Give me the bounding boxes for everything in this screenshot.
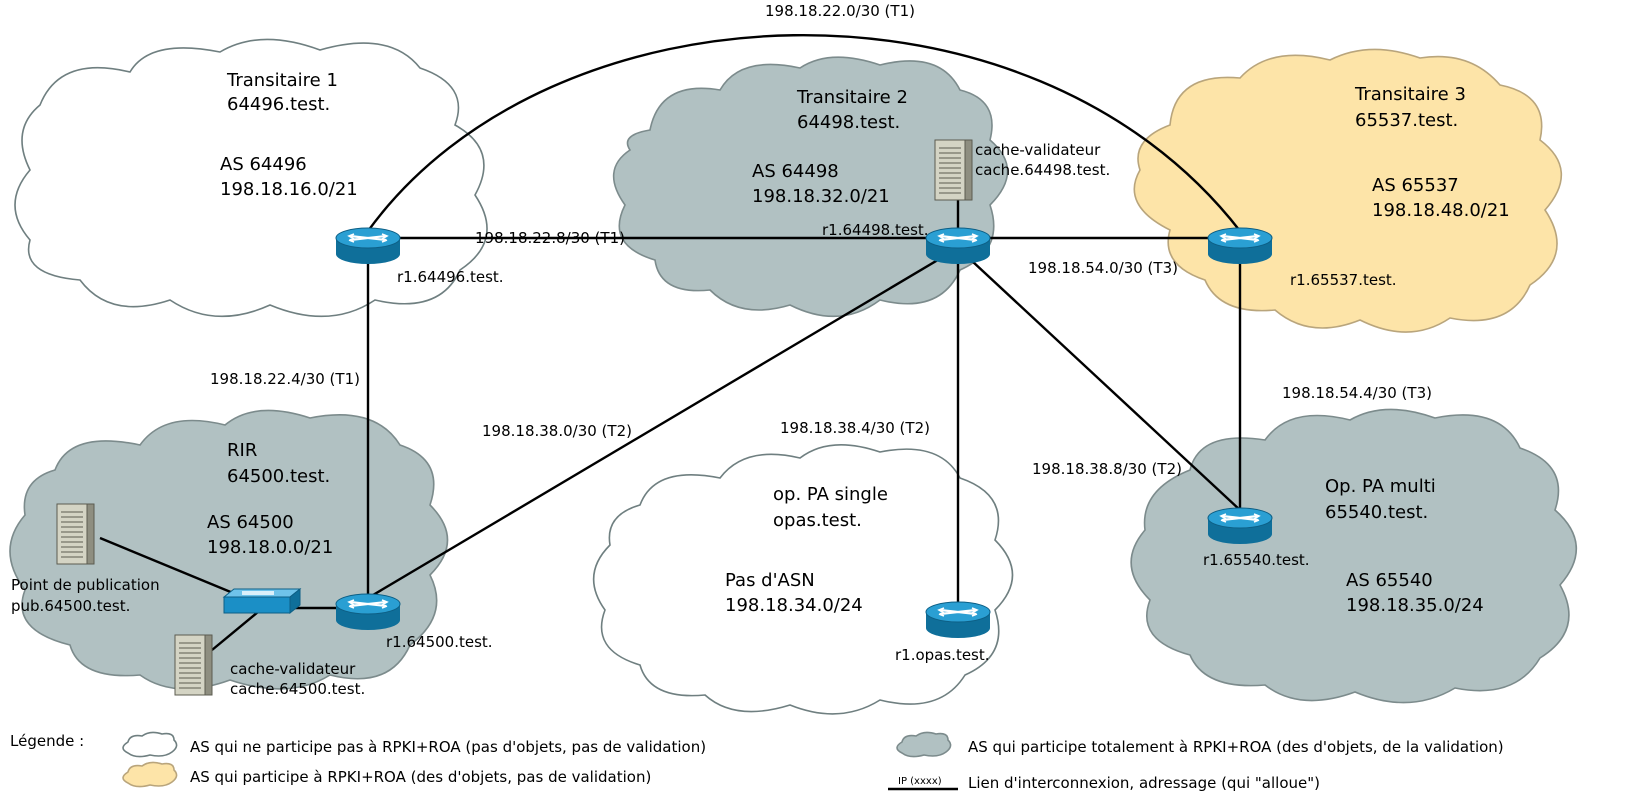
cloud-prefix-t1: 198.18.16.0/21	[220, 179, 358, 200]
legend-title: Légende :	[10, 732, 84, 750]
server-host-cache-64498: cache.64498.test.	[975, 161, 1110, 179]
legend-swatch-yellow	[122, 761, 178, 788]
link-switch-cache	[211, 611, 259, 651]
link-label-t3-opam: 198.18.54.4/30 (T3)	[1282, 384, 1432, 402]
server-label-cache-64500: cache-validateur	[230, 660, 356, 678]
server-label-cache-64498: cache-validateur	[975, 141, 1101, 159]
link-label-t2-opam: 198.18.38.8/30 (T2)	[1032, 460, 1182, 478]
server-host-pub-64500: pub.64500.test.	[11, 597, 130, 615]
router-icon-65540	[1206, 506, 1274, 546]
cloud-transitaire-2	[612, 56, 1009, 318]
cloud-transitaire-3	[1133, 48, 1563, 333]
router-icon-64496	[334, 226, 402, 266]
router-label-64500: r1.64500.test.	[386, 633, 493, 651]
link-label-t1-t2: 198.18.22.8/30 (T1)	[475, 229, 625, 247]
cloud-title-t1: Transitaire 1	[226, 70, 338, 91]
legend-swatch-white	[122, 731, 178, 758]
cloud-opas	[592, 444, 1014, 715]
cloud-domain-t3: 65537.test.	[1355, 110, 1458, 131]
router-icon-64498	[924, 226, 992, 266]
cloud-title-opas: op. PA single	[773, 484, 888, 505]
server-label-pub-64500: Point de publication	[11, 576, 160, 594]
legend-text-yellow: AS qui participe à RPKI+ROA (des d'objet…	[190, 768, 651, 786]
cloud-title-t3: Transitaire 3	[1354, 84, 1466, 105]
router-icon-opas	[924, 600, 992, 640]
router-icon-64500	[334, 592, 402, 632]
router-label-65540: r1.65540.test.	[1203, 551, 1310, 569]
cloud-prefix-opam: 198.18.35.0/24	[1346, 595, 1484, 616]
cloud-domain-opam: 65540.test.	[1325, 502, 1428, 523]
router-label-65537: r1.65537.test.	[1290, 271, 1397, 289]
cloud-as-t1: AS 64496	[220, 154, 307, 175]
cloud-as-rir: AS 64500	[207, 512, 294, 533]
link-label-t2-opas: 198.18.38.4/30 (T2)	[780, 419, 930, 437]
cloud-title-rir: RIR	[227, 440, 257, 461]
router-label-64498: r1.64498.test.	[822, 221, 929, 239]
cloud-domain-t1: 64496.test.	[227, 94, 330, 115]
link-label-t1-rir: 198.18.22.4/30 (T1)	[210, 370, 360, 388]
cloud-opam	[1130, 408, 1578, 704]
server-icon-pub-64500	[56, 503, 95, 565]
server-host-cache-64500: cache.64500.test.	[230, 680, 365, 698]
switch-icon	[222, 587, 302, 615]
link-label-t2-rir: 198.18.38.0/30 (T2)	[482, 422, 632, 440]
link-t2-opam	[957, 247, 1241, 511]
cloud-as-t3: AS 65537	[1372, 175, 1459, 196]
legend-text-link: Lien d'interconnexion, adressage (qui "a…	[968, 774, 1320, 792]
cloud-prefix-opas: 198.18.34.0/24	[725, 595, 863, 616]
legend-link-sample-label: IP (xxxx)	[898, 776, 942, 787]
link-switch-pub	[99, 536, 251, 602]
legend-swatch-gray	[896, 731, 952, 758]
cloud-title-t2: Transitaire 2	[796, 87, 908, 108]
link-top-arc	[367, 34, 1241, 232]
cloud-domain-opas: opas.test.	[773, 510, 862, 531]
legend-text-gray: AS qui participe totalement à RPKI+ROA (…	[968, 738, 1504, 756]
cloud-prefix-t2: 198.18.32.0/21	[752, 186, 890, 207]
router-label-opas: r1.opas.test.	[895, 646, 990, 664]
link-label-t2-t3: 198.18.54.0/30 (T3)	[1028, 259, 1178, 277]
server-icon-cache-64500	[174, 634, 213, 696]
legend-text-white: AS qui ne participe pas à RPKI+ROA (pas …	[190, 738, 706, 756]
cloud-title-opam: Op. PA multi	[1325, 476, 1436, 497]
cloud-prefix-rir: 198.18.0.0/21	[207, 537, 333, 558]
cloud-as-opas: Pas d'ASN	[725, 570, 815, 591]
cloud-prefix-t3: 198.18.48.0/21	[1372, 200, 1510, 221]
cloud-as-t2: AS 64498	[752, 161, 839, 182]
router-label-64496: r1.64496.test.	[397, 268, 504, 286]
router-icon-65537	[1206, 226, 1274, 266]
cloud-as-opam: AS 65540	[1346, 570, 1433, 591]
link-t2-rir	[367, 246, 959, 600]
cloud-domain-t2: 64498.test.	[797, 112, 900, 133]
server-icon-cache-64498	[934, 139, 973, 201]
cloud-domain-rir: 64500.test.	[227, 466, 330, 487]
link-label-top-arc: 198.18.22.0/30 (T1)	[765, 2, 915, 20]
